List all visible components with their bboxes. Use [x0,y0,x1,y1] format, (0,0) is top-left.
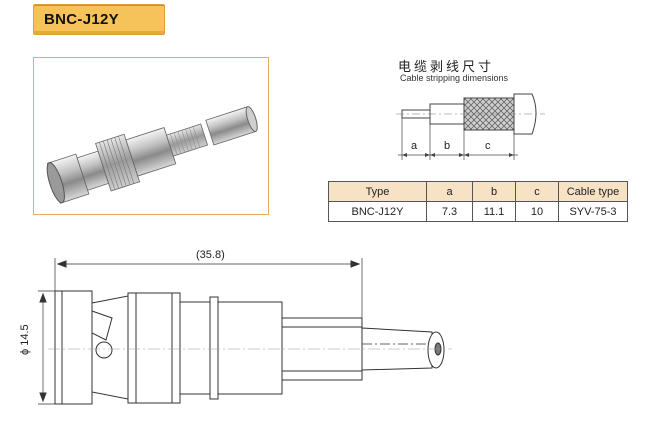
spec-header-cable-type: Cable type [558,181,628,202]
drawing-main-body [179,301,211,395]
dim-label-b: b [444,140,451,152]
spec-table-header-row: Type a b c Cable type [328,181,628,202]
stripping-title-cn: 电缆剥线尺寸 [398,60,495,75]
spec-cell-cable-type: SYV-75-3 [558,201,628,222]
length-dimension-label: (35.8) [196,249,225,261]
spec-cell-type: BNC-J12Y [328,201,427,222]
spec-cell-a: 7.3 [426,201,473,222]
drawing-cable-end [427,331,445,369]
drawing-bayonet-body [91,295,129,400]
stripping-title-en: Cable stripping dimensions [400,73,509,83]
product-title-badge: BNC-J12Y [33,4,165,35]
spec-header-a: a [426,181,473,202]
spec-header-type: Type [328,181,427,202]
drawing-bnc-flange [54,290,93,405]
stripping-jacket [513,93,537,135]
spec-cell-b: 11.1 [472,201,516,222]
spec-table: Type a b c Cable type BNC-J12Y 7.3 11.1 … [328,181,628,222]
drawing-cable [361,327,433,371]
dim-label-a: a [411,140,418,152]
spec-header-c: c [515,181,559,202]
stripping-braid [463,97,515,131]
stripping-conductor [401,109,433,119]
spec-table-row: BNC-J12Y 7.3 11.1 10 SYV-75-3 [328,201,628,222]
product-title: BNC-J12Y [44,11,119,28]
dim-label-c: c [485,140,491,152]
drawing-crimp-ferrule [281,317,363,381]
product-photo [33,57,269,215]
spec-header-b: b [472,181,516,202]
drawing-knurled-nut [127,292,181,404]
drawing-rear-body [217,301,283,395]
spec-cell-c: 10 [515,201,559,222]
connector-illustration [46,106,258,204]
diameter-dimension-label: ϕ 14.5 [19,324,31,355]
stripping-dielectric [429,103,465,125]
